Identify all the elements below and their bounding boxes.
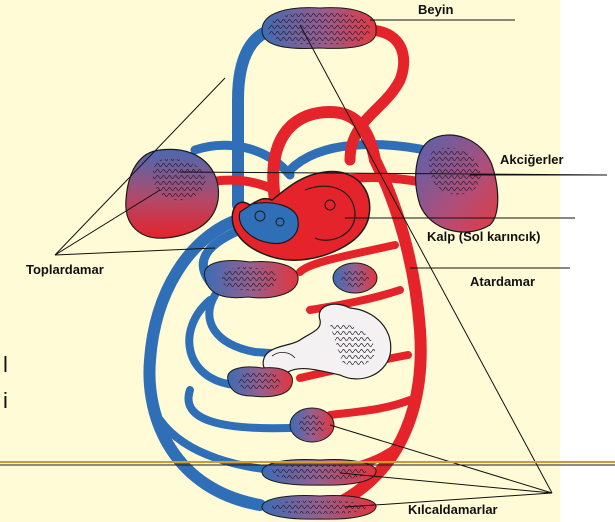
leg-capillaries-1 bbox=[262, 460, 376, 486]
organ-capillaries-middle bbox=[228, 367, 293, 397]
edge-text-2: i bbox=[3, 388, 8, 413]
label-beyin: Beyin bbox=[418, 2, 453, 17]
edge-text-1: l bbox=[3, 352, 8, 377]
organ-capillaries-lower bbox=[290, 408, 334, 442]
label-kalp: Kalp (Sol karıncık) bbox=[427, 229, 540, 244]
leg-capillaries-2 bbox=[262, 495, 376, 519]
label-toplardamar: Toplardamar bbox=[26, 262, 104, 277]
diagram-background bbox=[0, 0, 560, 522]
organ-capillaries-upper bbox=[204, 261, 298, 298]
organ-capillaries-small bbox=[333, 263, 377, 293]
label-kilcaldamarlar: Kılcaldamarlar bbox=[408, 502, 498, 517]
brain-capillaries bbox=[262, 8, 376, 49]
label-atardamar: Atardamar bbox=[470, 274, 535, 289]
label-akcigerler: Akciğerler bbox=[500, 152, 564, 167]
